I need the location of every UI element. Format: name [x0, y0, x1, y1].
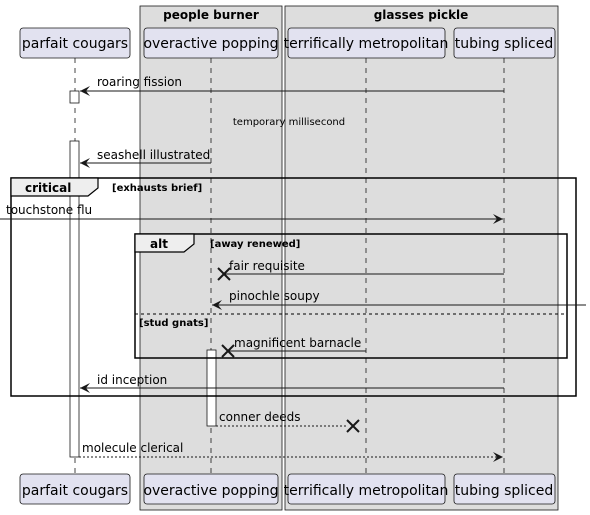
fragment-alt-keyword: alt	[150, 237, 168, 251]
destroy-icon	[221, 344, 235, 358]
message-conner-deeds: conner deeds	[216, 410, 360, 433]
message-label: pinochle soupy	[229, 289, 320, 303]
box-people-burner-label: people burner	[163, 8, 259, 22]
participant-label: tubing spliced	[455, 36, 554, 52]
fragment-alt-guard: [away renewed]	[210, 239, 300, 250]
message-label: molecule clerical	[82, 441, 183, 455]
activation-parfait-2	[69, 140, 80, 458]
message-label: touchstone flu	[6, 203, 92, 217]
delay: temporary millisecond	[233, 117, 345, 128]
message-seashell-illustrated: seashell illustrated	[80, 148, 211, 168]
message-label: roaring fission	[97, 75, 182, 89]
message-label: conner deeds	[219, 410, 301, 424]
participant-overactive-popping-bottom: overactive popping	[143, 473, 279, 505]
participant-overactive-popping-top: overactive popping	[143, 27, 279, 59]
participant-label: parfait cougars	[22, 483, 128, 499]
message-fair-requisite: fair requisite	[217, 259, 504, 281]
destroy-icon	[217, 267, 231, 281]
message-molecule-clerical: molecule clerical	[79, 441, 503, 462]
message-id-inception: id inception	[80, 373, 504, 393]
participant-tubing-spliced-bottom: tubing spliced	[453, 473, 556, 505]
message-pinochle-soupy: pinochle soupy	[212, 289, 586, 310]
participant-tubing-spliced-top: tubing spliced	[453, 27, 556, 59]
activation-parfait-1	[69, 90, 80, 104]
message-touchstone-flu: touchstone flu	[0, 203, 503, 224]
participant-parfait-cougars-top: parfait cougars	[19, 27, 131, 59]
delay-label: temporary millisecond	[233, 117, 345, 128]
fragment-alt-else-guard: [stud gnats]	[139, 318, 208, 329]
participant-terrifically-metropolitan-bottom: terrifically metropolitan	[284, 473, 449, 505]
message-label: fair requisite	[229, 259, 305, 273]
message-roaring-fission: roaring fission	[80, 75, 504, 96]
participant-terrifically-metropolitan-top: terrifically metropolitan	[284, 27, 449, 59]
participant-label: tubing spliced	[455, 483, 554, 499]
box-glasses-pickle-label: glasses pickle	[374, 8, 469, 22]
participant-label: overactive popping	[143, 36, 278, 52]
participant-label: terrifically metropolitan	[284, 36, 449, 52]
message-label: magnificent barnacle	[234, 336, 361, 350]
fragment-alt: alt [away renewed] [stud gnats]	[134, 233, 568, 359]
message-label: seashell illustrated	[97, 148, 210, 162]
fragment-critical-guard: [exhausts brief]	[112, 183, 202, 194]
participant-label: terrifically metropolitan	[284, 483, 449, 499]
message-label: id inception	[97, 373, 167, 387]
fragment-critical: critical [exhausts brief]	[10, 177, 577, 397]
participant-parfait-cougars-bottom: parfait cougars	[19, 473, 131, 505]
participant-label: overactive popping	[143, 483, 278, 499]
message-magnificent-barnacle: magnificent barnacle	[221, 336, 366, 358]
destroy-icon	[346, 419, 360, 433]
box-glasses-pickle: glasses pickle	[284, 5, 559, 511]
participant-label: parfait cougars	[22, 36, 128, 52]
fragment-critical-keyword: critical	[25, 181, 71, 195]
